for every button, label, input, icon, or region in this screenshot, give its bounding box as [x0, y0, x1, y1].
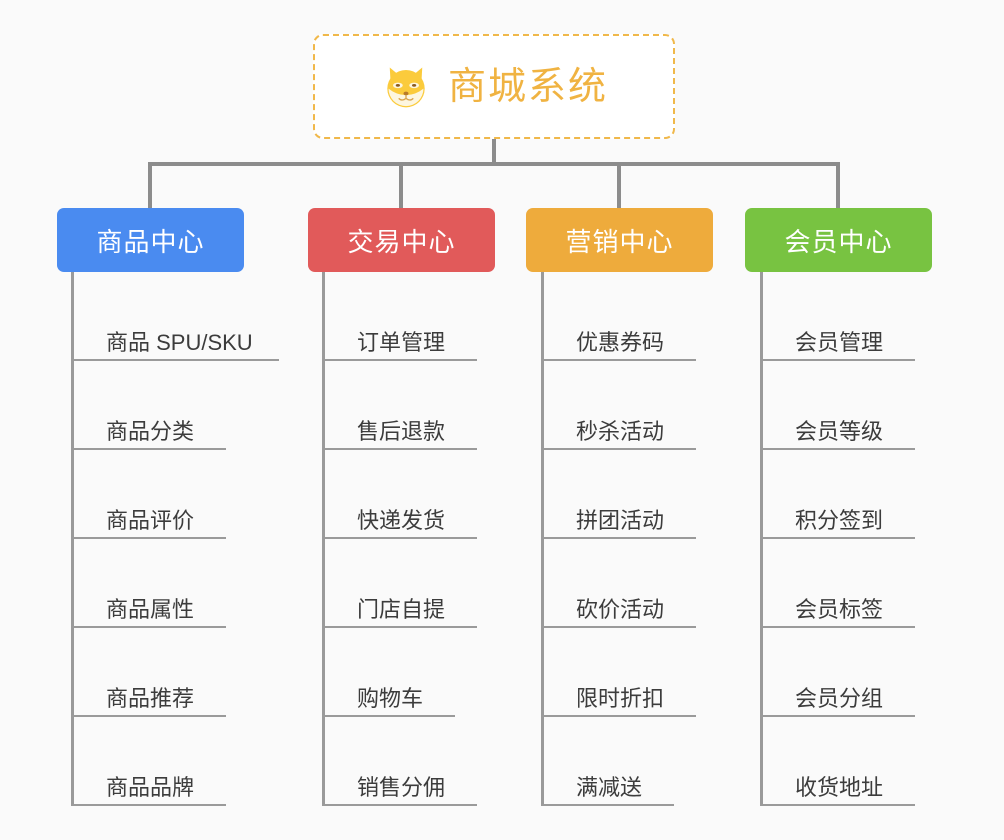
- leaf-item[interactable]: 商品属性: [74, 539, 253, 628]
- leaf-item[interactable]: 商品分类: [74, 361, 253, 450]
- category-box-2[interactable]: 交易中心: [308, 208, 495, 272]
- leaf-item[interactable]: 销售分佣: [325, 717, 478, 806]
- leaf-item-label: 积分签到: [795, 507, 884, 533]
- category-label: 商品中心: [96, 226, 205, 257]
- root-node-title: 商城系统: [447, 65, 608, 108]
- connector-stem-3: [617, 162, 621, 208]
- leaf-item[interactable]: 满减送: [544, 717, 675, 806]
- leaf-item-label: 商品 SPU/SKU: [106, 329, 253, 355]
- category-box-1[interactable]: 商品中心: [57, 208, 244, 272]
- leaf-item[interactable]: 门店自提: [325, 539, 478, 628]
- leaf-item[interactable]: 商品评价: [74, 450, 253, 539]
- leaf-item-label: 砍价活动: [576, 596, 665, 622]
- connector-stem-2: [399, 162, 403, 208]
- category-label: 会员中心: [784, 226, 893, 257]
- category-box-3[interactable]: 营销中心: [526, 208, 713, 272]
- leaf-item-label: 订单管理: [357, 329, 446, 355]
- connector-stem-4: [836, 162, 840, 208]
- leaf-item[interactable]: 会员管理: [763, 272, 916, 361]
- leaf-item[interactable]: 购物车: [325, 628, 456, 717]
- leaf-item[interactable]: 售后退款: [325, 361, 478, 450]
- leaf-item-label: 销售分佣: [357, 774, 446, 800]
- leaf-column-3: 优惠券码秒杀活动拼团活动砍价活动限时折扣满减送: [541, 272, 697, 806]
- leaf-item-label: 售后退款: [357, 418, 446, 444]
- leaf-item[interactable]: 会员等级: [763, 361, 916, 450]
- leaf-item-label: 商品评价: [106, 507, 195, 533]
- leaf-item[interactable]: 限时折扣: [544, 628, 697, 717]
- leaf-item-label: 收货地址: [795, 774, 884, 800]
- leaf-item-label: 商品推荐: [106, 685, 195, 711]
- leaf-item[interactable]: 会员标签: [763, 539, 916, 628]
- category-label: 营销中心: [565, 226, 674, 257]
- leaf-item[interactable]: 商品 SPU/SKU: [74, 272, 279, 361]
- leaf-item[interactable]: 订单管理: [325, 272, 478, 361]
- leaf-column-4: 会员管理会员等级积分签到会员标签会员分组收货地址: [760, 272, 916, 806]
- connector-root-stem: [492, 139, 496, 164]
- leaf-item[interactable]: 商品品牌: [74, 717, 253, 806]
- leaf-column-2: 订单管理售后退款快递发货门店自提购物车销售分佣: [322, 272, 478, 806]
- leaf-item-label: 购物车: [357, 685, 424, 711]
- leaf-item-label: 会员管理: [795, 329, 884, 355]
- leaf-item[interactable]: 拼团活动: [544, 450, 697, 539]
- root-node-mall-system[interactable]: 商城系统: [313, 34, 675, 139]
- leaf-item[interactable]: 优惠券码: [544, 272, 697, 361]
- leaf-item[interactable]: 秒杀活动: [544, 361, 697, 450]
- category-box-4[interactable]: 会员中心: [745, 208, 932, 272]
- leaf-item[interactable]: 砍价活动: [544, 539, 697, 628]
- leaf-item[interactable]: 快递发货: [325, 450, 478, 539]
- leaf-item[interactable]: 收货地址: [763, 717, 916, 806]
- leaf-item[interactable]: 会员分组: [763, 628, 916, 717]
- leaf-item[interactable]: 积分签到: [763, 450, 916, 539]
- leaf-item-label: 满减送: [576, 774, 643, 800]
- leaf-item-label: 商品分类: [106, 418, 195, 444]
- connector-horizontal-bus: [150, 162, 840, 166]
- leaf-item-label: 会员标签: [795, 596, 884, 622]
- leaf-item-label: 限时折扣: [576, 685, 665, 711]
- leaf-column-1: 商品 SPU/SKU 商品分类商品评价商品属性商品推荐商品品牌: [71, 272, 279, 806]
- shiba-dog-face-icon: [380, 61, 432, 113]
- category-label: 交易中心: [347, 226, 456, 257]
- leaf-item-label: 商品属性: [106, 596, 195, 622]
- leaf-item-label: 会员等级: [795, 418, 884, 444]
- leaf-item-label: 商品品牌: [106, 774, 195, 800]
- leaf-item-label: 优惠券码: [576, 329, 665, 355]
- leaf-item-label: 会员分组: [795, 685, 884, 711]
- leaf-item[interactable]: 商品推荐: [74, 628, 253, 717]
- leaf-item-label: 拼团活动: [576, 507, 665, 533]
- leaf-item-label: 门店自提: [357, 596, 446, 622]
- leaf-item-label: 秒杀活动: [576, 418, 665, 444]
- connector-stem-1: [148, 162, 152, 208]
- leaf-item-label: 快递发货: [357, 507, 446, 533]
